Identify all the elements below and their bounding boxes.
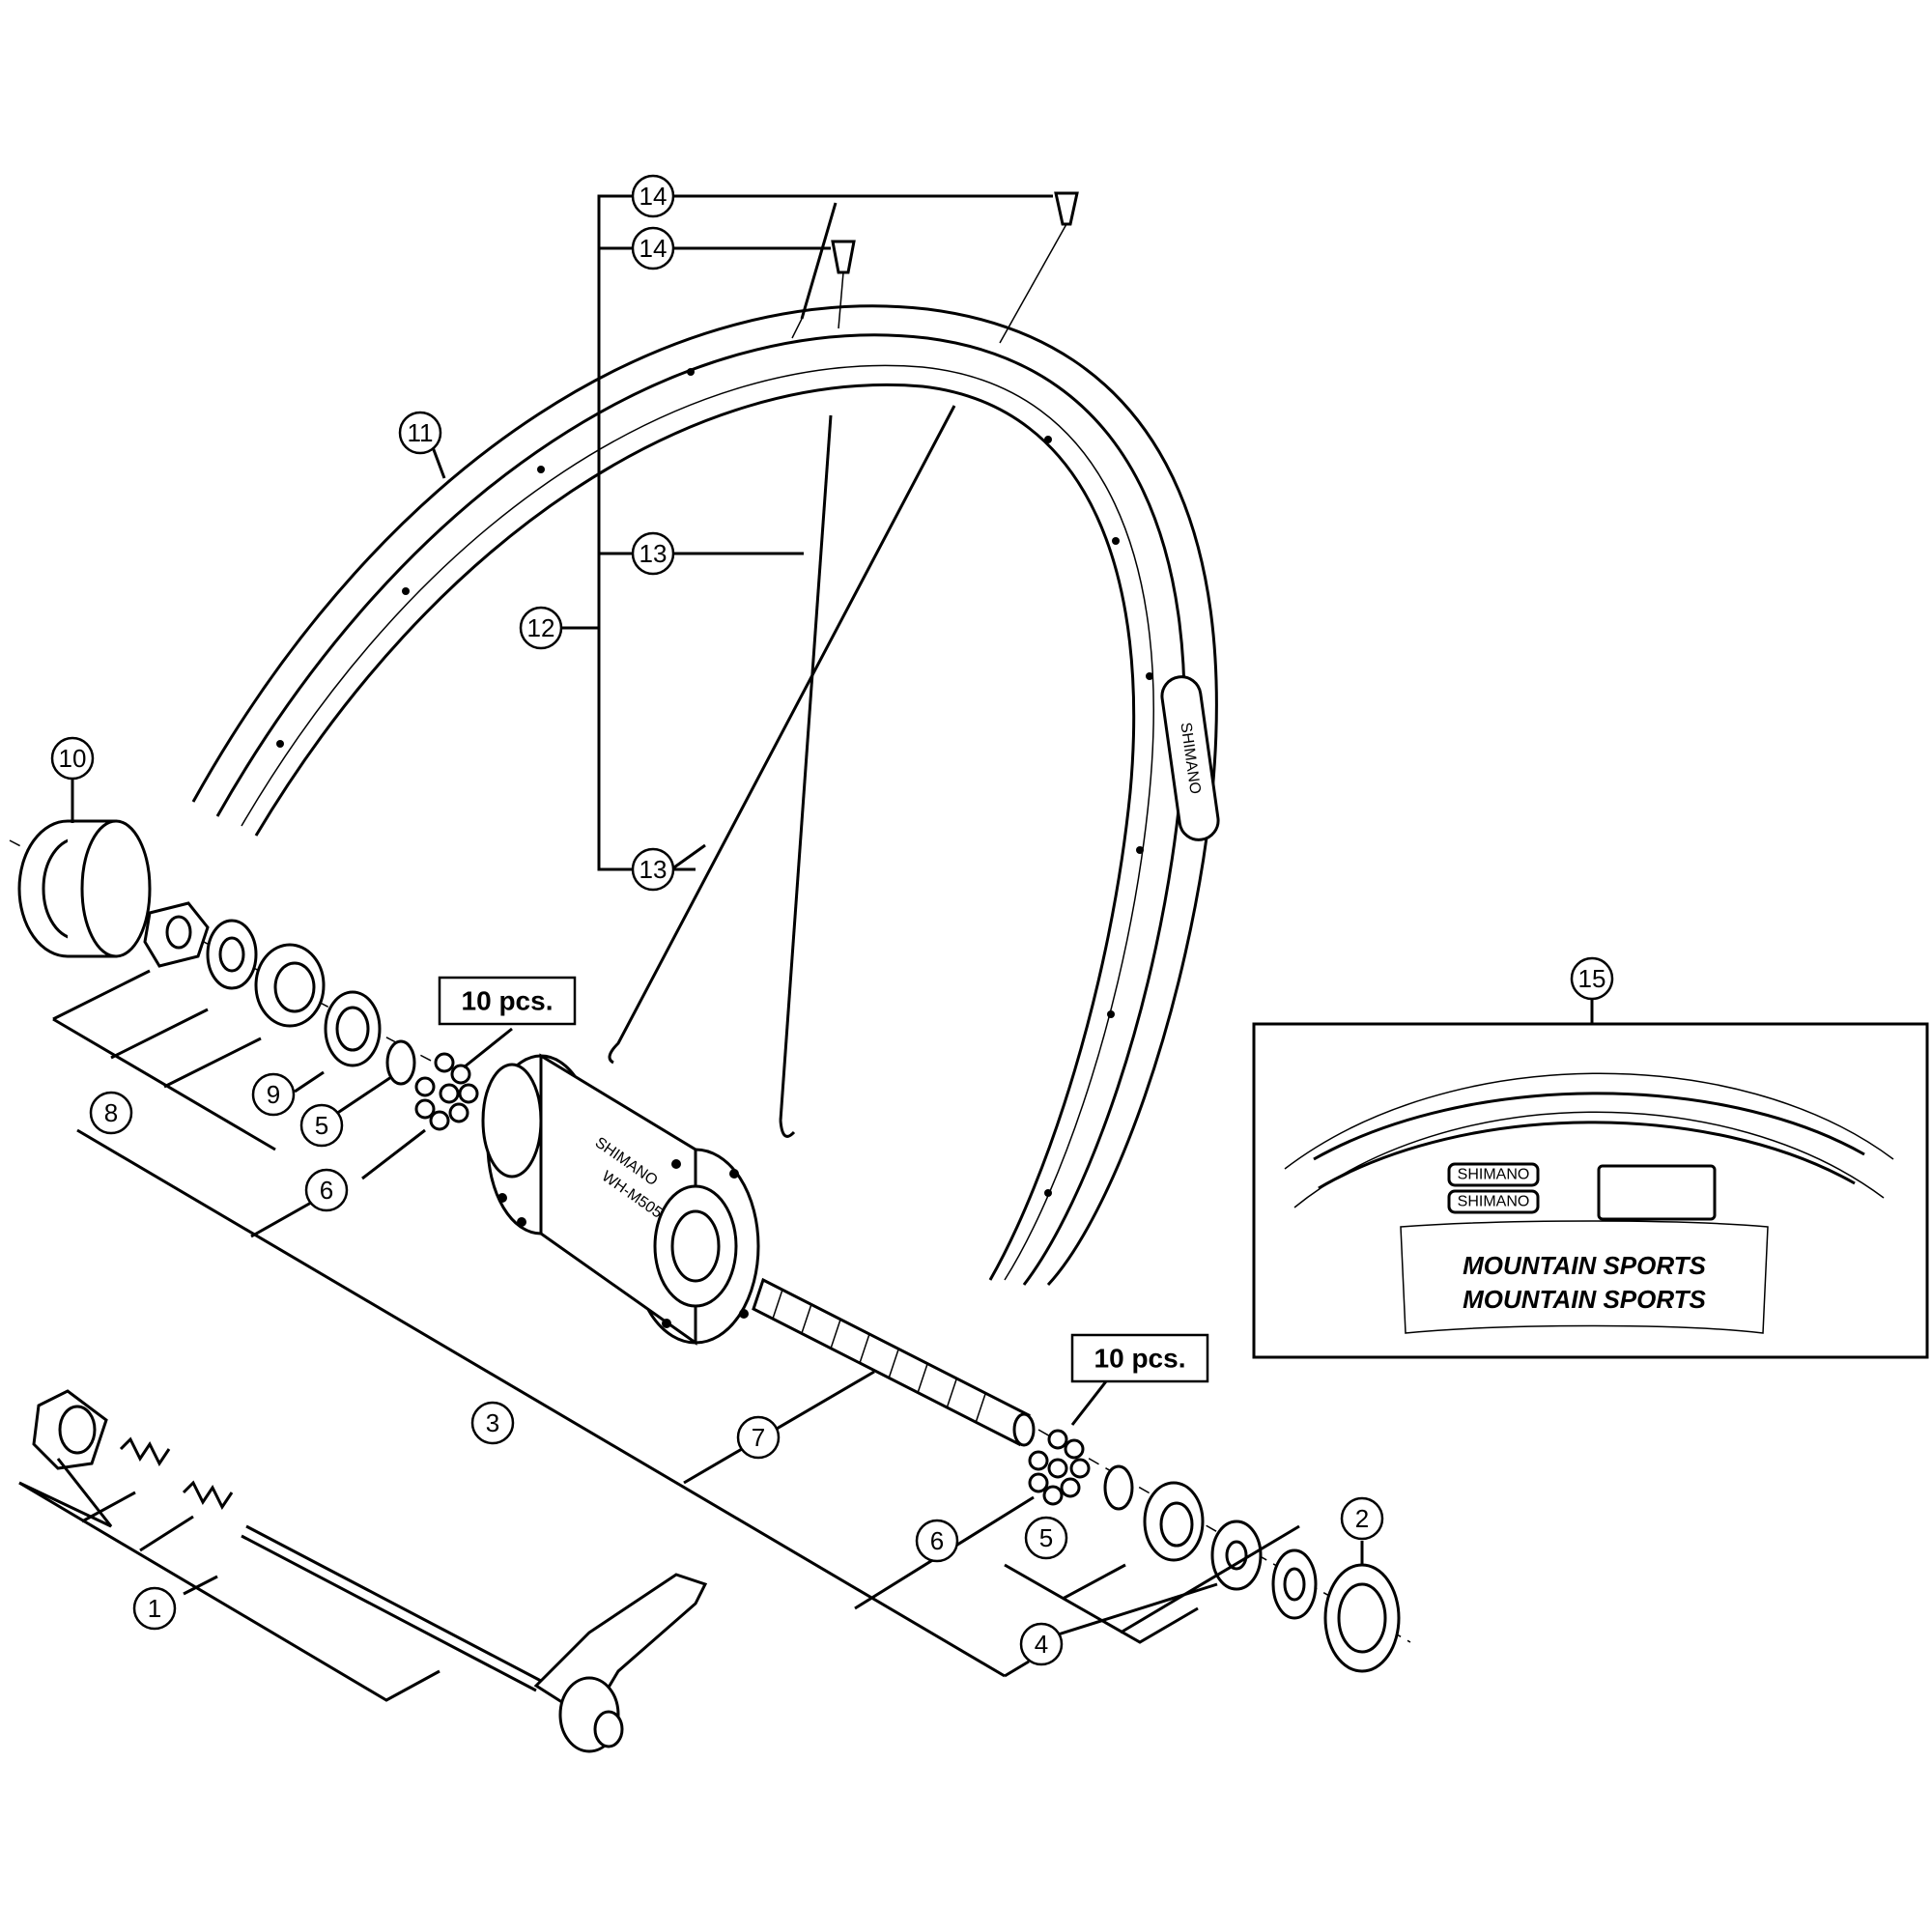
svg-text:9: 9: [267, 1080, 280, 1109]
hub-body: WH-M505 SHIMANO: [481, 1053, 760, 1346]
ring-right: [1103, 1464, 1134, 1511]
spoke-nipple-lower: [831, 240, 856, 329]
callout-13a: 13: [631, 531, 675, 576]
svg-text:6: 6: [930, 1526, 944, 1555]
quantity-box-right: 10 pcs.: [1070, 1333, 1209, 1383]
leader-lines: [18, 194, 1594, 1702]
svg-text:6: 6: [320, 1176, 333, 1205]
callout-7: 7: [736, 1415, 781, 1460]
svg-text:15: 15: [1578, 964, 1606, 993]
svg-text:12: 12: [527, 613, 555, 642]
qr-adjusting-nut: [32, 1389, 108, 1470]
cone-right: [1143, 1481, 1205, 1562]
rim-spoke-holes: [276, 368, 1153, 1197]
rim-logo: SHIMANO: [1160, 675, 1220, 841]
callout-5a: 5: [299, 1103, 344, 1148]
washer-left: [206, 919, 258, 990]
locknut-right: [1271, 1548, 1318, 1620]
callout-4: 4: [1019, 1622, 1064, 1666]
qr-skewer: [241, 1524, 542, 1692]
qr-spring-1: [119, 1436, 171, 1466]
callout-6b: 6: [915, 1519, 959, 1563]
svg-text:2: 2: [1355, 1504, 1369, 1533]
qr-lever: [533, 1573, 708, 1753]
qr-spring-2: [182, 1480, 234, 1510]
svg-text:14: 14: [639, 182, 668, 211]
svg-text:3: 3: [486, 1408, 499, 1437]
callout-10: 10: [50, 736, 95, 781]
ring-left: [385, 1039, 416, 1086]
svg-text:11: 11: [408, 418, 434, 447]
callout-13b: 13: [631, 847, 675, 892]
spoke-nipple-top: [999, 191, 1079, 344]
callout-6a: 6: [304, 1168, 349, 1212]
decal-set-box: SHIMANO SHIMANO MOUNTAIN SPORTS MOUNTAIN…: [1252, 1022, 1929, 1359]
decal-line-1: MOUNTAIN SPORTS: [1463, 1251, 1706, 1280]
svg-text:10: 10: [59, 744, 87, 773]
locknut-left: [143, 901, 210, 968]
washer-right: [1210, 1520, 1263, 1591]
spokes: [608, 202, 956, 1138]
svg-text:5: 5: [1039, 1523, 1053, 1552]
svg-text:13: 13: [639, 855, 668, 884]
callout-14b: 14: [631, 226, 675, 270]
dust-cap-left: [17, 819, 152, 958]
seal-left: [324, 990, 382, 1067]
hub-axle: [752, 1277, 1036, 1447]
callout-5b: 5: [1024, 1516, 1068, 1560]
callout-9: 9: [251, 1072, 296, 1117]
quantity-box-left: 10 pcs.: [438, 976, 577, 1026]
svg-text:13: 13: [639, 539, 668, 568]
svg-text:1: 1: [148, 1594, 161, 1623]
svg-text:14: 14: [639, 234, 668, 263]
dust-cap-right: [1323, 1563, 1401, 1673]
svg-text:8: 8: [104, 1098, 118, 1127]
callout-8: 8: [89, 1091, 133, 1135]
callout-3: 3: [470, 1401, 515, 1445]
callout-15: 15: [1570, 956, 1614, 1001]
callout-1: 1: [132, 1586, 177, 1631]
callout-12: 12: [519, 606, 563, 650]
svg-text:7: 7: [752, 1423, 765, 1452]
cone-left: [254, 943, 326, 1028]
svg-text:4: 4: [1035, 1630, 1048, 1659]
quantity-label-left: 10 pcs.: [462, 986, 554, 1016]
rim: SHIMANO: [191, 304, 1220, 1287]
ball-bearings-left: [414, 1052, 479, 1131]
callout-14a: 14: [631, 174, 675, 218]
ball-bearings-right: [1028, 1429, 1091, 1506]
decal-brand-1: SHIMANO: [1458, 1167, 1530, 1183]
decal-brand-2: SHIMANO: [1458, 1194, 1530, 1210]
quantity-label-right: 10 pcs.: [1094, 1344, 1186, 1374]
callout-11: 11: [398, 411, 442, 455]
decal-line-2: MOUNTAIN SPORTS: [1463, 1285, 1706, 1314]
svg-text:5: 5: [315, 1111, 328, 1140]
callout-2: 2: [1340, 1496, 1384, 1541]
